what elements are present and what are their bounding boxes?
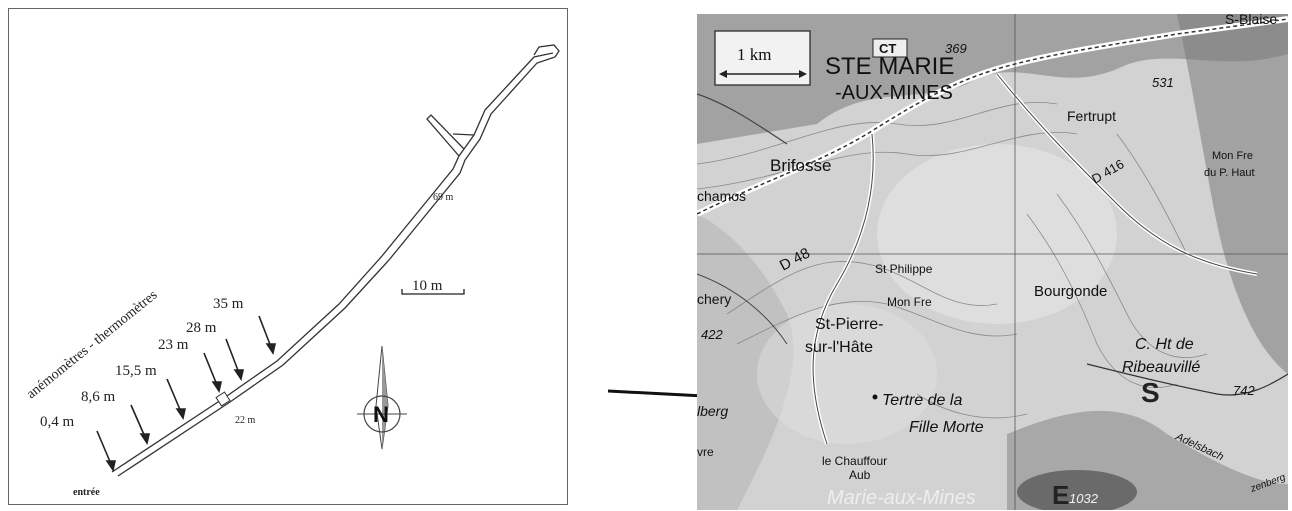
label-ribeauville: Ribeauvillé bbox=[1122, 359, 1200, 376]
label-mon-fre: Mon Fre bbox=[887, 295, 932, 309]
arrow-head bbox=[105, 460, 116, 473]
arrow-head bbox=[139, 433, 150, 446]
elev-369: 369 bbox=[945, 41, 967, 56]
label-28m: 28 m bbox=[186, 320, 217, 336]
label-aux-mines: -AUX-MINES bbox=[835, 82, 953, 104]
elev-531: 531 bbox=[1152, 75, 1174, 90]
gallery-plan-svg: 0,4 m 8,6 m 15,5 m 23 m 28 m 35 m 22 m 6… bbox=[24, 44, 560, 498]
instruments-label: anémomètres - thermomètres bbox=[24, 288, 160, 402]
label-fille-morte: Fille Morte bbox=[909, 419, 984, 436]
topo-map-panel: 1 km STE MARIE -AUX-MINES Fertrupt Brifo… bbox=[697, 14, 1288, 510]
arrow-8-6m bbox=[130, 404, 146, 438]
label-st-blaise: S-Blaise bbox=[1225, 14, 1277, 27]
gallery-end bbox=[533, 44, 560, 58]
label-aub: Aub bbox=[849, 468, 871, 482]
summit-marker-icon: E bbox=[1052, 480, 1069, 510]
sensor-arrows bbox=[96, 315, 276, 473]
north-label: N bbox=[373, 402, 389, 427]
label-lberg: lberg bbox=[697, 403, 728, 419]
label-st-philippe: St Philippe bbox=[875, 262, 933, 276]
arrow-head bbox=[233, 369, 244, 382]
scale-bar: 10 m bbox=[401, 278, 465, 295]
north-arrow-icon: N bbox=[357, 345, 407, 450]
label-brifosse: Brifosse bbox=[770, 156, 831, 175]
contour-lines bbox=[697, 102, 1208, 419]
map-scale-box: 1 km bbox=[714, 30, 811, 86]
label-chamos: chamos bbox=[697, 188, 746, 204]
scale-label: 10 m bbox=[412, 278, 443, 294]
arrow-head bbox=[265, 343, 276, 356]
arrow-0-4m bbox=[96, 430, 112, 465]
roads bbox=[697, 16, 1288, 445]
arrow-35m bbox=[258, 315, 272, 348]
map-scale-label: 1 km bbox=[737, 45, 771, 64]
label-0-4m: 0,4 m bbox=[40, 414, 75, 430]
label-fertrupt: Fertrupt bbox=[1067, 108, 1116, 124]
label-bourgonde: Bourgonde bbox=[1034, 283, 1107, 300]
arrow-15-5m bbox=[166, 378, 182, 413]
pass-marker-icon: S bbox=[1141, 377, 1160, 408]
arrow-28m bbox=[225, 338, 240, 374]
elev-422: 422 bbox=[701, 327, 723, 342]
label-du-p-haut: du P. Haut bbox=[1204, 167, 1255, 179]
label-marie-aux-mines: Marie-aux-Mines bbox=[827, 487, 976, 509]
side-branch bbox=[426, 114, 475, 157]
label-chery: chery bbox=[697, 291, 731, 307]
label-22m: 22 m bbox=[235, 415, 256, 426]
label-c-ht-de: C. Ht de bbox=[1135, 336, 1194, 353]
label-15-5m: 15,5 m bbox=[115, 363, 157, 379]
entrance-label: entrée bbox=[73, 487, 100, 498]
arrow-head bbox=[175, 408, 186, 421]
label-69m: 69 m bbox=[433, 192, 454, 203]
arrow-head bbox=[211, 381, 222, 394]
label-35m: 35 m bbox=[213, 296, 244, 312]
gallery-door bbox=[215, 391, 231, 407]
label-vre: vre bbox=[697, 445, 714, 459]
label-sur-l-hate: sur-l'Hâte bbox=[805, 339, 873, 356]
gallery-outline bbox=[111, 52, 556, 477]
label-st-pierre: St-Pierre- bbox=[815, 316, 883, 333]
label-road-ct: CT bbox=[879, 41, 896, 56]
gallery-plan-panel: 0,4 m 8,6 m 15,5 m 23 m 28 m 35 m 22 m 6… bbox=[8, 8, 568, 505]
label-tertre-de-la: Tertre de la bbox=[882, 392, 962, 409]
grid-lines bbox=[697, 14, 1288, 510]
label-mon-fre-2: Mon Fre bbox=[1212, 150, 1253, 162]
label-le-chaufour: le Chauffour bbox=[822, 454, 887, 468]
label-23m: 23 m bbox=[158, 337, 189, 353]
topo-map-svg: 1 km STE MARIE -AUX-MINES Fertrupt Brifo… bbox=[697, 14, 1288, 510]
arrow-23m bbox=[203, 352, 218, 386]
label-8-6m: 8,6 m bbox=[81, 389, 116, 405]
elev-742: 742 bbox=[1233, 383, 1255, 398]
elev-1032: 1032 bbox=[1069, 491, 1099, 506]
location-point bbox=[872, 394, 878, 400]
